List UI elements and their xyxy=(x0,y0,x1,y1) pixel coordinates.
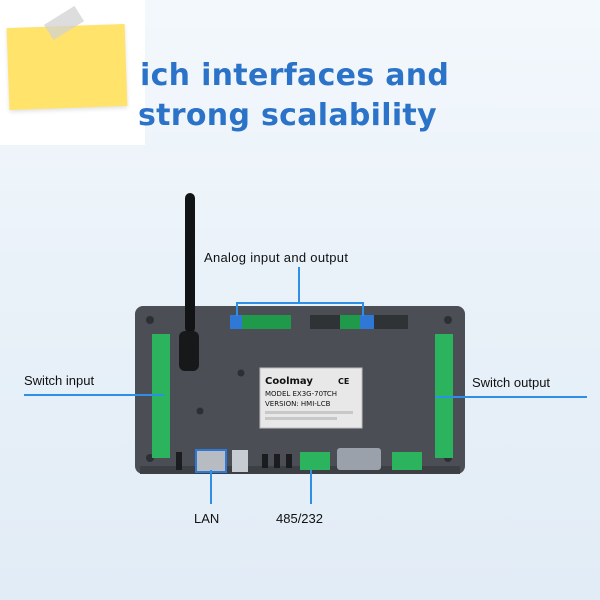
mini-port-1 xyxy=(262,454,268,468)
top-terminal-right-dark xyxy=(374,315,408,329)
analog-callout-left-drop xyxy=(236,302,238,316)
switch-input-terminal xyxy=(152,334,170,458)
antenna-base xyxy=(179,331,199,371)
switch-output-callout xyxy=(435,396,587,398)
top-terminal-right-green xyxy=(340,315,360,329)
lan-label: LAN xyxy=(194,511,220,526)
top-terminal-right-block xyxy=(310,315,340,329)
screw-top-right xyxy=(444,316,452,324)
mini-port-3 xyxy=(286,454,292,468)
analog-callout-horizontal xyxy=(236,302,364,304)
headline-line-1: ich interfaces and xyxy=(140,58,450,93)
label-text-lines-2 xyxy=(265,417,337,420)
sd-slot xyxy=(176,452,182,470)
mic-hole xyxy=(196,407,204,415)
usb-port xyxy=(232,450,248,472)
indicator-dot xyxy=(237,369,245,377)
top-terminal-right-analog xyxy=(360,315,374,329)
label-model: MODEL EX3G-70TCH xyxy=(265,390,337,398)
label-version: VERSION: HMI-LCB xyxy=(265,400,331,408)
analog-io-label: Analog input and output xyxy=(204,250,349,265)
rs485-callout xyxy=(310,470,312,504)
switch-input-callout xyxy=(24,394,164,396)
rs485-terminal xyxy=(300,452,330,470)
antenna xyxy=(185,193,195,333)
label-text-lines xyxy=(265,411,353,414)
screw-top-left xyxy=(146,316,154,324)
label-ce: CE xyxy=(338,377,349,386)
label-brand: Coolmay xyxy=(265,376,313,387)
mini-port-2 xyxy=(274,454,280,468)
db9-port xyxy=(337,448,381,470)
headline-line-2: strong scalability xyxy=(138,98,437,133)
rs485-label: 485/232 xyxy=(276,511,323,526)
lan-port xyxy=(195,449,227,473)
switch-input-label: Switch input xyxy=(24,373,95,388)
top-terminal-left-analog xyxy=(230,315,242,329)
lan-callout xyxy=(210,470,212,504)
top-terminal-left-block xyxy=(235,315,291,329)
analog-callout-vertical xyxy=(298,267,300,302)
switch-output-label: Switch output xyxy=(472,375,551,390)
power-terminal xyxy=(392,452,422,470)
analog-callout-right-drop xyxy=(362,302,364,316)
